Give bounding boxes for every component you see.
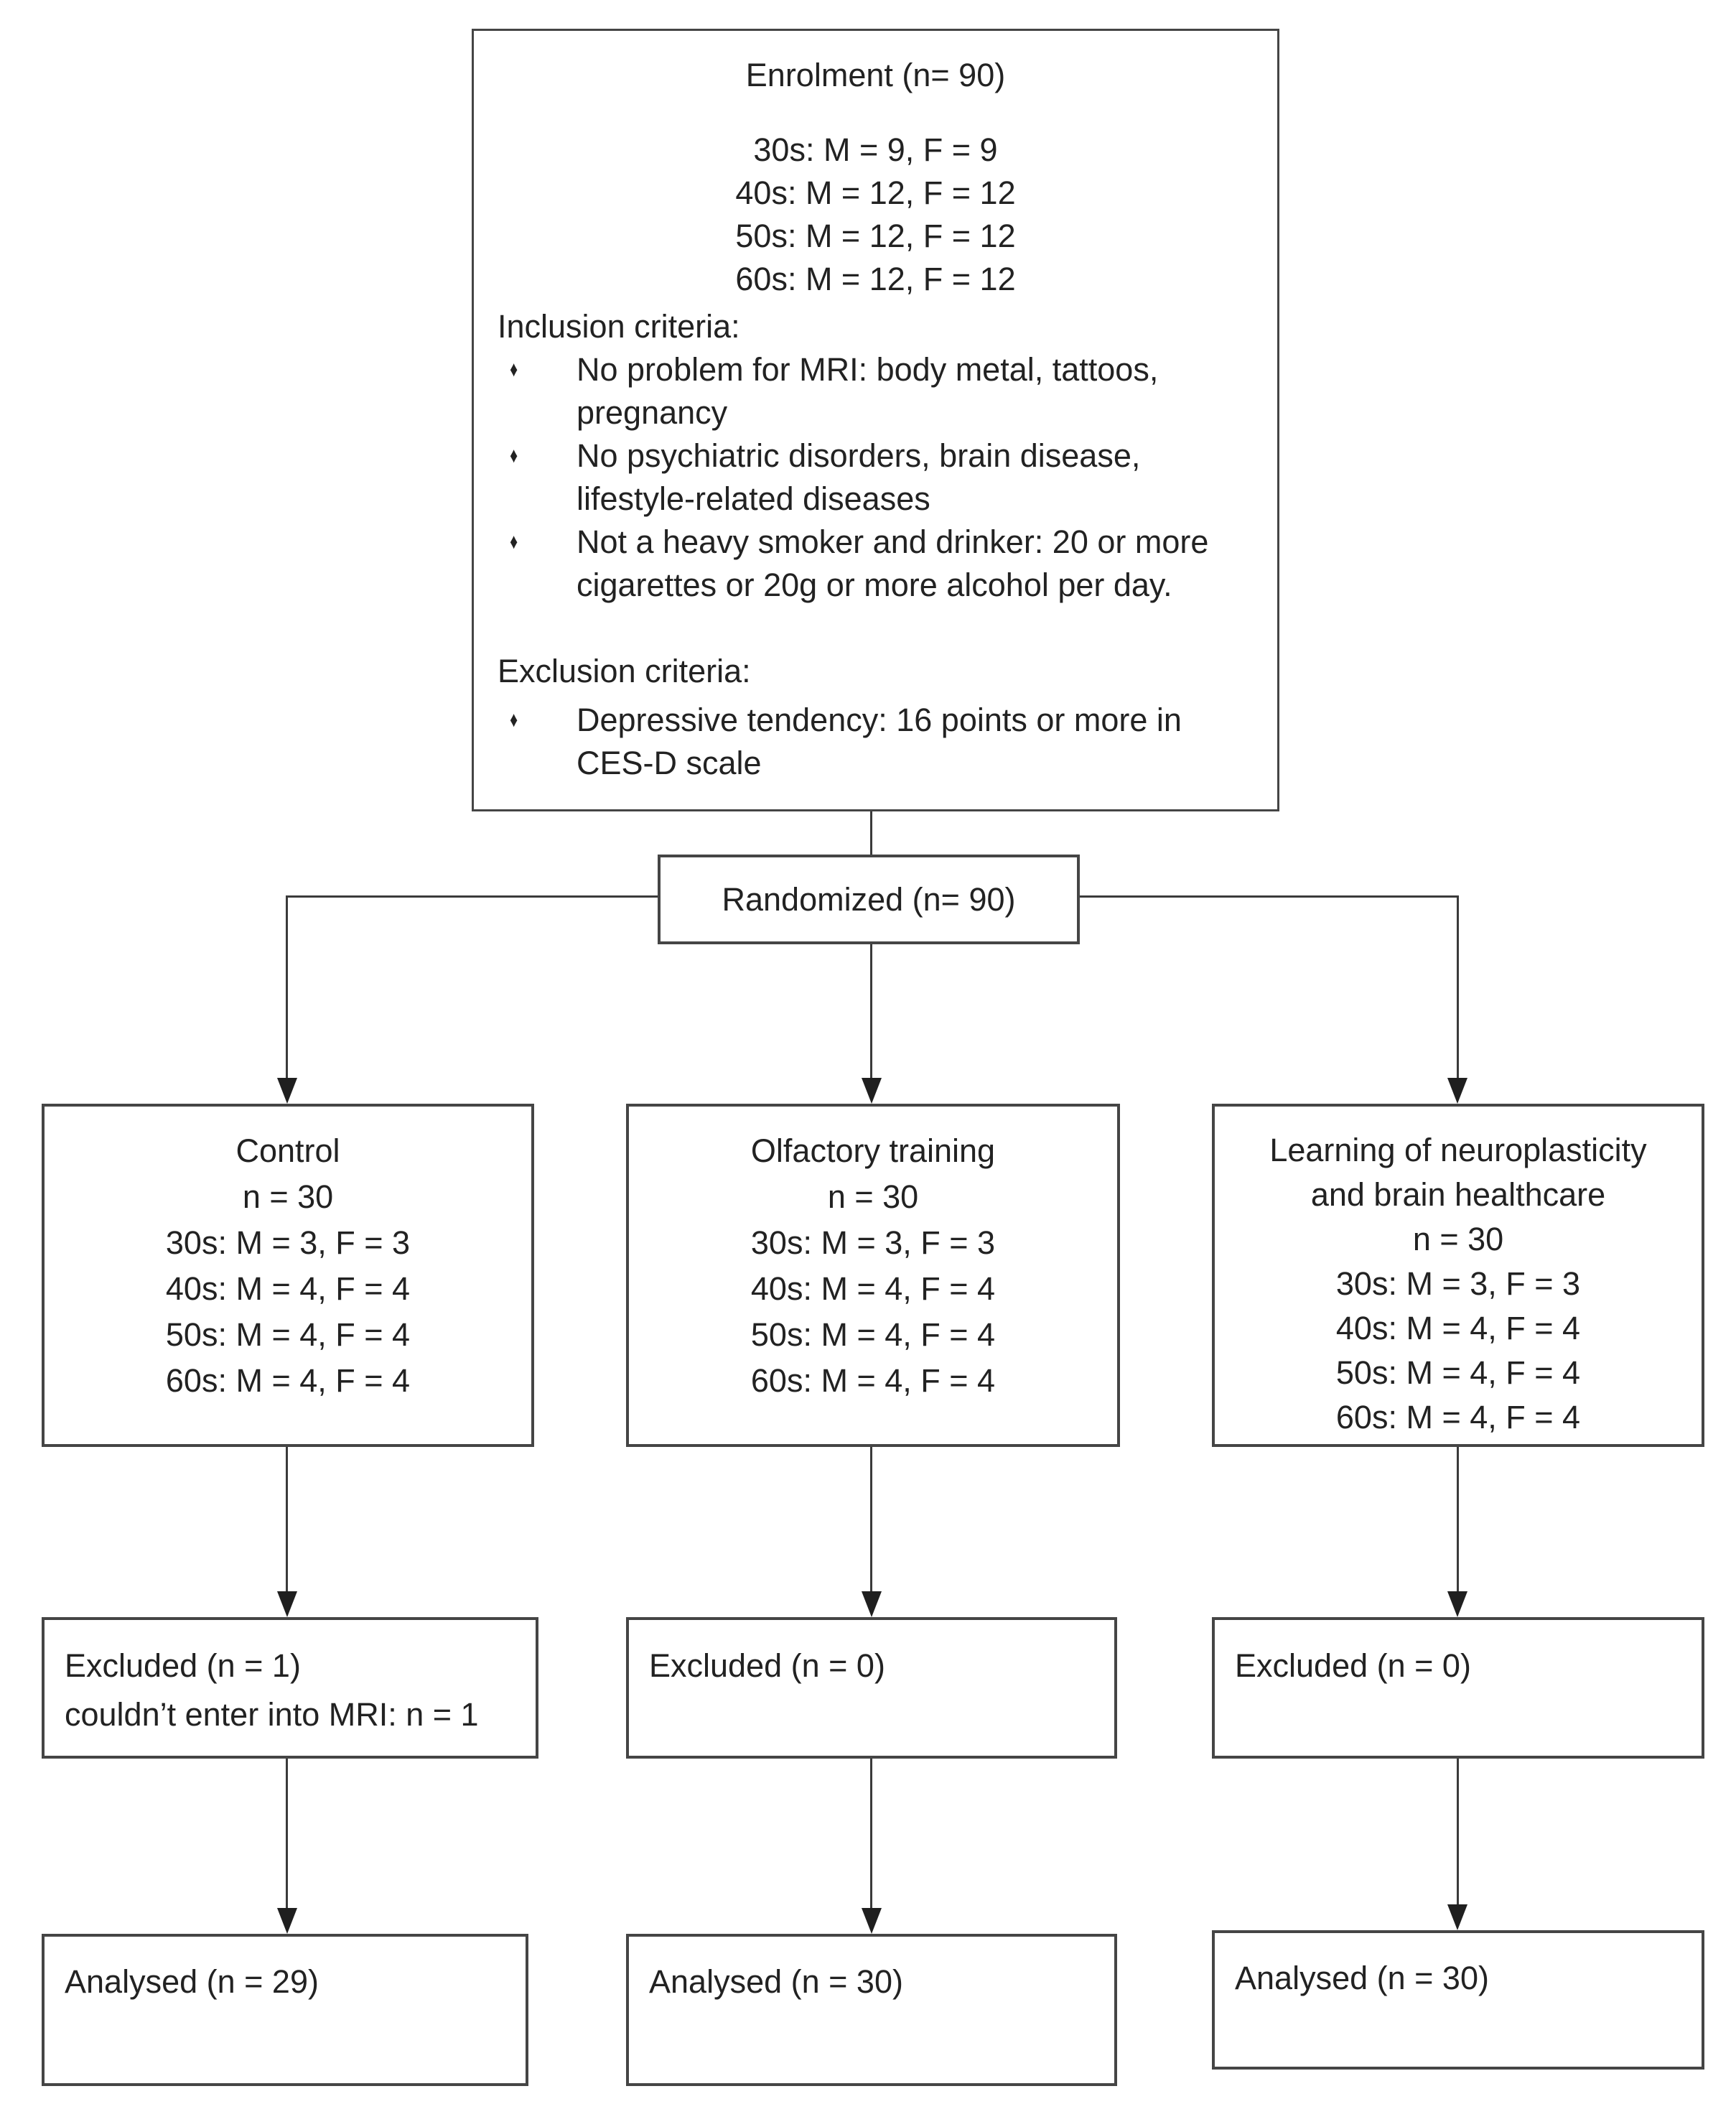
arrowhead-icon: [1447, 1078, 1467, 1104]
group-title: Control: [235, 1132, 340, 1169]
connector-enrolment-to-randomized: [870, 811, 872, 855]
bullet-item: ♦ Depressive tendency: 16 points or more…: [474, 699, 1277, 742]
bullet-item-text: Depressive tendency: 16 points or more i…: [577, 702, 1182, 738]
diamond-bullet-icon: ♦: [510, 358, 518, 381]
demographic-line: 40s: M = 12, F = 12: [735, 174, 1016, 211]
arrowhead-icon: [862, 1078, 882, 1104]
bullet-item: ♦ No psychiatric disorders, brain diseas…: [474, 434, 1277, 478]
excluded-box-olfactory: Excluded (n = 0): [626, 1617, 1117, 1759]
inclusion-list: ♦ No problem for MRI: body metal, tattoo…: [474, 348, 1277, 607]
connector-to-neuroplasticity: [1457, 895, 1459, 1081]
excluded-box-control: Excluded (n = 1) couldn’t enter into MRI…: [42, 1617, 538, 1759]
arrowhead-icon: [277, 1908, 297, 1934]
analysed-box-neuroplasticity: Analysed (n = 30): [1212, 1930, 1704, 2070]
connector-control-to-excluded: [286, 1447, 288, 1594]
demographic-line: 50s: M = 4, F = 4: [750, 1316, 996, 1353]
bullet-item-text: Not a heavy smoker and drinker: 20 or mo…: [577, 523, 1209, 560]
analysed-box-olfactory: Analysed (n = 30): [626, 1934, 1117, 2086]
enrolment-demographics: 30s: M = 9, F = 9 40s: M = 12, F = 12 50…: [474, 129, 1277, 301]
diamond-bullet-icon: ♦: [510, 530, 518, 554]
connector-olfactory-to-excluded: [870, 1447, 872, 1594]
analysed-label: Analysed (n = 29): [65, 1963, 319, 2000]
bullet-item-text: No problem for MRI: body metal, tattoos,: [577, 351, 1159, 388]
randomized-label: Randomized (n= 90): [722, 880, 1016, 918]
bullet-item: ♦ No problem for MRI: body metal, tattoo…: [474, 348, 1277, 391]
bullet-item-continuation: pregnancy: [577, 394, 728, 431]
demographic-line: 50s: M = 4, F = 4: [1335, 1354, 1581, 1391]
arrowhead-icon: [277, 1078, 297, 1104]
demographic-line: 60s: M = 12, F = 12: [735, 261, 1016, 297]
demographic-line: 40s: M = 4, F = 4: [750, 1270, 996, 1307]
arrowhead-icon: [862, 1908, 882, 1934]
arrowhead-icon: [1447, 1591, 1467, 1617]
group-box-olfactory-training: Olfactory training n = 30 30s: M = 3, F …: [626, 1104, 1120, 1447]
group-title: and brain healthcare: [1310, 1176, 1606, 1213]
demographic-line: 30s: M = 3, F = 3: [1335, 1265, 1581, 1302]
diamond-bullet-icon: ♦: [510, 708, 518, 732]
analysed-label: Analysed (n = 30): [649, 1963, 903, 2000]
arrowhead-icon: [862, 1591, 882, 1617]
excluded-box-neuroplasticity: Excluded (n = 0): [1212, 1617, 1704, 1759]
excluded-label: Excluded (n = 1): [65, 1647, 301, 1684]
enrolment-title: Enrolment (n= 90): [745, 57, 1006, 93]
demographic-line: 60s: M = 4, F = 4: [750, 1362, 996, 1399]
enrolment-box: Enrolment (n= 90) 30s: M = 9, F = 9 40s:…: [472, 29, 1279, 811]
analysed-box-control: Analysed (n = 29): [42, 1934, 528, 2086]
arrowhead-icon: [1447, 1904, 1467, 1930]
diamond-bullet-icon: ♦: [510, 444, 518, 467]
group-n: n = 30: [827, 1178, 919, 1215]
inclusion-heading: Inclusion criteria:: [498, 308, 740, 345]
connector-excluded-to-analysed-right: [1457, 1759, 1459, 1906]
demographic-line: 60s: M = 4, F = 4: [165, 1362, 411, 1399]
group-title: Learning of neuroplasticity: [1269, 1132, 1647, 1168]
group-box-control: Control n = 30 30s: M = 3, F = 3 40s: M …: [42, 1104, 534, 1447]
exclusion-heading: Exclusion criteria:: [498, 653, 751, 689]
group-title: Olfactory training: [750, 1132, 996, 1169]
bullet-item: ♦ Not a heavy smoker and drinker: 20 or …: [474, 521, 1277, 564]
group-n: n = 30: [1412, 1221, 1504, 1257]
group-box-neuroplasticity-learning: Learning of neuroplasticity and brain he…: [1212, 1104, 1704, 1447]
demographic-line: 50s: M = 12, F = 12: [735, 218, 1016, 254]
connector-excluded-to-analysed-left: [286, 1759, 288, 1909]
demographic-line: 50s: M = 4, F = 4: [165, 1316, 411, 1353]
excluded-label: Excluded (n = 0): [649, 1647, 885, 1684]
demographic-line: 30s: M = 9, F = 9: [753, 131, 998, 168]
demographic-line: 30s: M = 3, F = 3: [750, 1224, 996, 1261]
excluded-reason: couldn’t enter into MRI: n = 1: [65, 1696, 479, 1733]
bullet-item-continuation: CES-D scale: [577, 745, 762, 781]
demographic-line: 40s: M = 4, F = 4: [1335, 1310, 1581, 1346]
excluded-label: Excluded (n = 0): [1235, 1647, 1471, 1684]
connector-neuroplasticity-to-excluded: [1457, 1447, 1459, 1594]
demographic-line: 60s: M = 4, F = 4: [1335, 1399, 1581, 1435]
bullet-item-continuation: lifestyle-related diseases: [577, 480, 930, 517]
connector-to-olfactory: [870, 944, 872, 1081]
connector-to-control: [286, 895, 288, 1081]
demographic-line: 40s: M = 4, F = 4: [165, 1270, 411, 1307]
randomized-box: Randomized (n= 90): [658, 855, 1080, 944]
arrowhead-icon: [277, 1591, 297, 1617]
analysed-label: Analysed (n = 30): [1235, 1960, 1489, 1996]
exclusion-list: ♦ Depressive tendency: 16 points or more…: [474, 699, 1277, 785]
bullet-item-continuation: cigarettes or 20g or more alcohol per da…: [577, 567, 1172, 603]
group-n: n = 30: [242, 1178, 334, 1215]
connector-branch-right: [1080, 895, 1459, 898]
connector-excluded-to-analysed-mid: [870, 1759, 872, 1909]
connector-branch-left: [286, 895, 658, 898]
demographic-line: 30s: M = 3, F = 3: [165, 1224, 411, 1261]
bullet-item-text: No psychiatric disorders, brain disease,: [577, 437, 1141, 474]
